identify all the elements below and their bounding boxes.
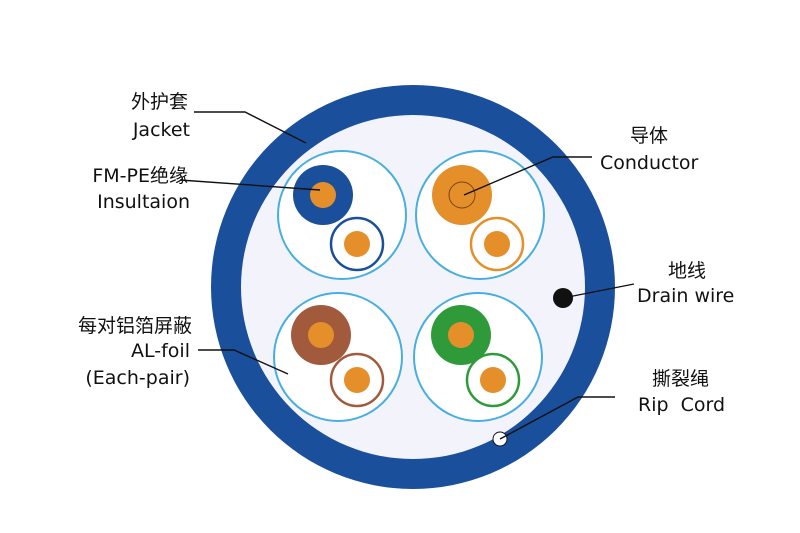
conductor-brown: [308, 322, 334, 348]
label-insulation-zh: FM-PE绝缘: [92, 165, 188, 187]
conductor-blue-white: [344, 231, 370, 257]
label-conductor-zh: 导体: [630, 125, 668, 147]
label-drain-en: Drain wire: [637, 285, 734, 307]
pair-orange: [415, 150, 545, 280]
label-jacket-zh: 外护套: [131, 91, 188, 113]
leader-drain: [562, 283, 635, 299]
label-foil-en2: (Each-pair): [85, 367, 190, 389]
conductor-brown-white: [344, 367, 370, 393]
conductor-orange-white: [484, 231, 510, 257]
conductor-orange: [448, 181, 476, 209]
leader-conductor: [463, 156, 592, 196]
leader-rip: [499, 396, 615, 440]
label-rip-en: Rip Cord: [638, 394, 725, 416]
conductor-green-white: [480, 367, 506, 393]
pair-green: [413, 292, 543, 422]
label-drain-zh: 地线: [668, 260, 706, 282]
conductor-green: [448, 322, 474, 348]
leader-foil: [198, 349, 289, 375]
leader-jacket: [194, 111, 307, 144]
pair-blue: [277, 150, 407, 280]
jacket-interior: [241, 115, 585, 459]
label-rip-zh: 撕裂绳: [652, 368, 709, 390]
label-foil-zh: 每对铝箔屏蔽: [78, 315, 192, 337]
pair-brown: [273, 292, 403, 422]
label-foil-en: AL-foil: [131, 340, 190, 362]
label-jacket-en: Jacket: [132, 119, 190, 141]
conductor-blue: [310, 182, 336, 208]
label-insulation-en: Insultaion: [97, 191, 190, 213]
label-conductor-en: Conductor: [600, 152, 699, 174]
leader-insulation: [179, 179, 321, 191]
